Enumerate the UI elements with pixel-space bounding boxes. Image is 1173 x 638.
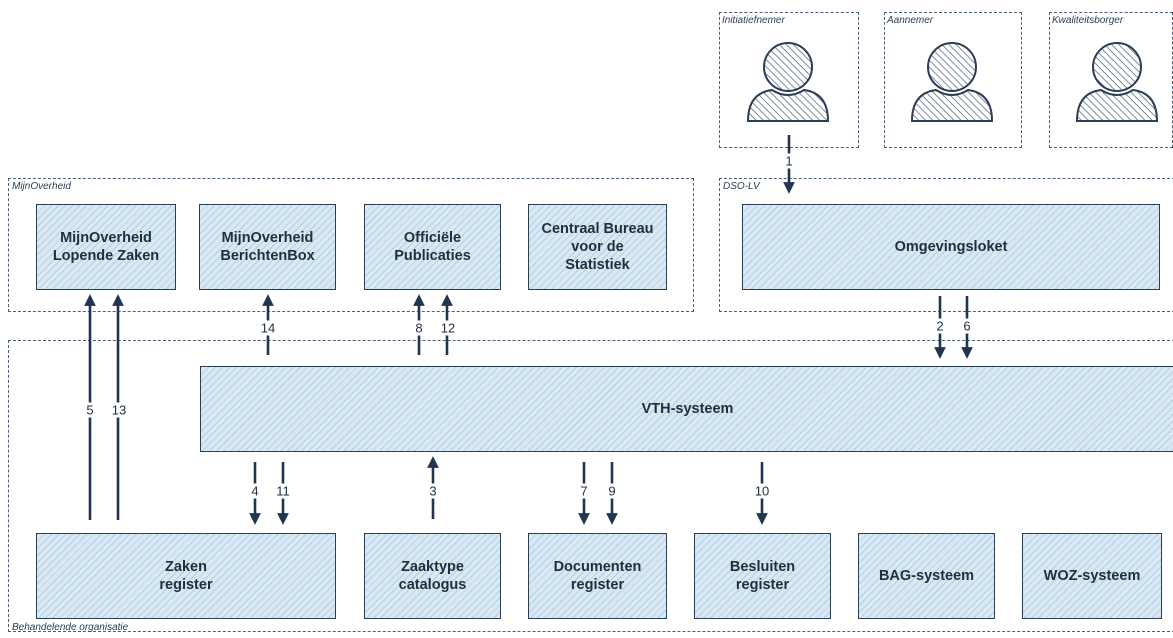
box-zaaktype-catalogus[interactable]: Zaaktype catalogus	[364, 533, 501, 619]
flow-label-14: 14	[259, 320, 277, 336]
group-mijnoverheid	[8, 178, 694, 312]
flow-label-13: 13	[110, 402, 128, 418]
group-aannemer	[884, 12, 1022, 148]
box-label: Documenten register	[553, 559, 642, 593]
box-label: Zaken register	[159, 559, 213, 593]
group-dso-lv	[719, 178, 1173, 312]
flow-label-6: 6	[962, 318, 972, 334]
box-label: MijnOverheid Lopende Zaken	[52, 230, 160, 264]
group-label-aannemer: Aannemer	[887, 15, 934, 26]
flow-label-12: 12	[439, 320, 457, 336]
box-omgevingsloket[interactable]: Omgevingsloket	[742, 204, 1160, 290]
box-label: Omgevingsloket	[894, 239, 1008, 255]
group-initiatiefnemer	[719, 12, 859, 148]
box-label: Centraal Bureau voor de Statistiek	[541, 221, 654, 273]
flow-label-5: 5	[85, 402, 95, 418]
box-label: Zaaktype catalogus	[398, 559, 467, 593]
box-woz-systeem[interactable]: WOZ-systeem	[1022, 533, 1162, 619]
box-label: Besluiten register	[729, 559, 796, 593]
group-label-mijnoverheid: MijnOverheid	[12, 181, 71, 192]
group-behandelende-organisatie	[8, 340, 1173, 632]
box-bag-systeem[interactable]: BAG-systeem	[858, 533, 995, 619]
flow-label-9: 9	[607, 483, 617, 499]
box-vth-systeem[interactable]: VTH-systeem	[200, 366, 1173, 452]
box-documenten-register[interactable]: Documenten register	[528, 533, 667, 619]
box-label: VTH-systeem	[641, 401, 734, 417]
flow-label-10: 10	[753, 483, 771, 499]
box-zaken-register[interactable]: Zaken register	[36, 533, 336, 619]
flow-label-8: 8	[414, 320, 424, 336]
group-label-dso-lv: DSO-LV	[723, 181, 760, 192]
box-label: Officiële Publicaties	[394, 230, 471, 264]
flow-label-7: 7	[579, 483, 589, 499]
group-label-initiatiefnemer: Initiatiefnemer	[722, 15, 785, 26]
box-label: MijnOverheid BerichtenBox	[220, 230, 315, 264]
box-centraal-bureau-statistiek[interactable]: Centraal Bureau voor de Statistiek	[528, 204, 667, 290]
group-kwaliteitsborger	[1049, 12, 1173, 148]
box-mijnoverheid-lopende-zaken[interactable]: MijnOverheid Lopende Zaken	[36, 204, 176, 290]
flow-label-3: 3	[428, 483, 438, 499]
group-label-kwaliteitsborger: Kwaliteitsborger	[1052, 15, 1124, 26]
flow-label-4: 4	[250, 483, 260, 499]
box-mijnoverheid-berichtenbox[interactable]: MijnOverheid BerichtenBox	[199, 204, 336, 290]
group-label-behandelende-organisatie: Behandelende organisatie	[12, 622, 129, 633]
box-officiele-publicaties[interactable]: Officiële Publicaties	[364, 204, 501, 290]
flow-label-2: 2	[935, 318, 945, 334]
flow-label-11: 11	[275, 483, 291, 499]
box-label: WOZ-systeem	[1043, 568, 1141, 584]
box-besluiten-register[interactable]: Besluiten register	[694, 533, 831, 619]
flow-label-1: 1	[784, 153, 794, 169]
box-label: BAG-systeem	[878, 568, 975, 584]
